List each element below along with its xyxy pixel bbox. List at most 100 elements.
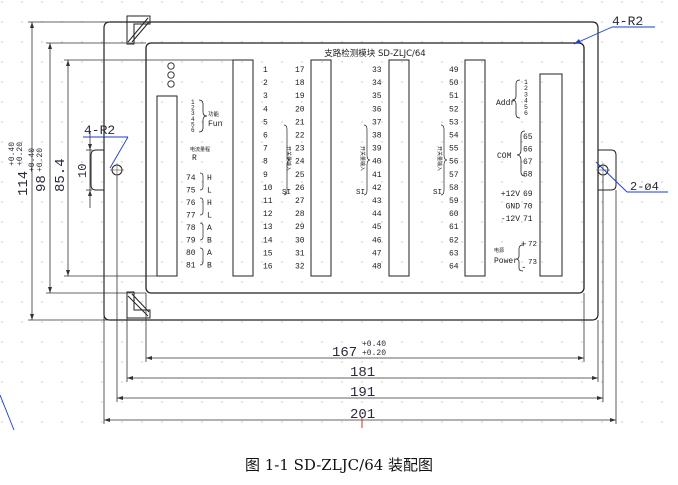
si-pin-30: 30 bbox=[295, 236, 305, 245]
si-pin-1: 1 bbox=[263, 66, 268, 75]
addr-pin-3: 3 bbox=[524, 91, 528, 98]
com-pin-68: 68 bbox=[523, 171, 533, 180]
si-pin-58: 58 bbox=[449, 184, 459, 193]
si-pin-34: 34 bbox=[372, 79, 382, 88]
si-pin-26: 26 bbox=[295, 184, 305, 193]
fun-pin-2: 2 bbox=[191, 105, 195, 112]
si-pin-32: 32 bbox=[295, 263, 305, 272]
addr-pin-1: 1 bbox=[524, 79, 528, 86]
si-pin-2: 2 bbox=[263, 79, 268, 88]
dim-167-value: 167 bbox=[332, 345, 357, 361]
channel-level-77: L bbox=[207, 212, 212, 221]
si-pin-51: 51 bbox=[449, 92, 459, 101]
si-pin-29: 29 bbox=[295, 223, 305, 232]
channel-pin-74: 74 bbox=[186, 174, 196, 183]
si-pin-53: 53 bbox=[449, 118, 459, 127]
dim-114-tol-lower: +0.20 bbox=[16, 142, 25, 166]
si-pin-43: 43 bbox=[372, 197, 382, 206]
si-pin-64: 64 bbox=[449, 263, 459, 272]
channel-level-74: H bbox=[207, 174, 212, 183]
terminal-block-si1-right bbox=[310, 59, 332, 277]
si-pin-7: 7 bbox=[263, 145, 268, 154]
channel-level-78: A bbox=[207, 224, 212, 233]
section-line bbox=[0, 394, 15, 431]
callout-leader-top bbox=[573, 26, 613, 45]
dim-98-tol-upper: +0.40 bbox=[28, 148, 37, 172]
com-label: COM bbox=[497, 152, 512, 161]
dim-181: 181 bbox=[350, 365, 375, 381]
dim-10: 10 bbox=[76, 164, 90, 178]
si-prefix-2: 开关量输入 bbox=[359, 146, 366, 171]
terminal-block-left bbox=[156, 95, 178, 277]
si-pin-19: 19 bbox=[295, 92, 305, 101]
right-mounting-ear bbox=[598, 149, 617, 191]
si-pin-21: 21 bbox=[295, 118, 305, 127]
terminal-block-si3 bbox=[464, 59, 486, 277]
left-mounting-ear bbox=[90, 149, 104, 191]
si-pin-61: 61 bbox=[449, 223, 459, 232]
si-pin-14: 14 bbox=[263, 236, 273, 245]
com-pin-66: 66 bbox=[523, 146, 533, 155]
fun-pin-6: 6 bbox=[191, 127, 195, 134]
si-pin-20: 20 bbox=[295, 105, 305, 114]
si-groups: 1234567891011121314151617181920212223242… bbox=[263, 66, 459, 272]
terminal-block-right bbox=[539, 73, 563, 277]
si-label-1: SI bbox=[282, 189, 291, 197]
power-prefix: 电源 bbox=[494, 247, 504, 254]
dim-167-tol-upper: +0.40 bbox=[362, 340, 386, 349]
si-pin-47: 47 bbox=[372, 249, 382, 258]
addr-pin-2: 2 bbox=[524, 85, 528, 92]
callout-leader-hole bbox=[595, 161, 628, 193]
channel-pin-79: 79 bbox=[186, 237, 196, 246]
si-pin-33: 33 bbox=[372, 66, 382, 75]
fun-pin-1: 1 bbox=[191, 99, 195, 106]
dim-167-tol-lower: +0.20 bbox=[362, 349, 386, 358]
addr-label: Addr bbox=[496, 99, 515, 108]
callout-hole: 2-ø4 bbox=[630, 180, 659, 194]
fun-pin-4: 4 bbox=[191, 116, 195, 123]
si-pin-3: 3 bbox=[263, 92, 268, 101]
base-plate-outline bbox=[103, 21, 599, 321]
channel-pin-78: 78 bbox=[186, 224, 196, 233]
si-pin-35: 35 bbox=[372, 92, 382, 101]
channel-pin-76: 76 bbox=[186, 199, 196, 208]
si-pin-4: 4 bbox=[263, 105, 268, 114]
si-label-2: SI bbox=[356, 189, 365, 197]
power-plus: + bbox=[521, 240, 526, 250]
si-pin-45: 45 bbox=[372, 223, 382, 232]
led-2 bbox=[167, 71, 175, 79]
com-pin-65: 65 bbox=[523, 133, 533, 142]
channel-pin-77: 77 bbox=[186, 212, 196, 221]
terminal-block-si2 bbox=[388, 59, 410, 277]
si-pin-54: 54 bbox=[449, 132, 459, 141]
addr-pin-4: 4 bbox=[524, 98, 528, 105]
si-pin-48: 48 bbox=[372, 263, 382, 272]
si-pin-55: 55 bbox=[449, 145, 459, 154]
si-pin-23: 23 bbox=[295, 145, 305, 154]
si-pin-42: 42 bbox=[372, 184, 382, 193]
si-pin-41: 41 bbox=[372, 171, 382, 180]
background-grid bbox=[0, 0, 678, 440]
fun-label: Fun bbox=[208, 120, 223, 129]
r-label: R bbox=[192, 154, 197, 163]
callout-radius-top: 4-R2 bbox=[612, 14, 643, 29]
si-pin-22: 22 bbox=[295, 132, 305, 141]
si-pin-60: 60 bbox=[449, 210, 459, 219]
si-prefix-3: 开关量输入 bbox=[436, 146, 443, 171]
com-pin-67: 67 bbox=[523, 158, 533, 167]
si-pin-13: 13 bbox=[263, 223, 273, 232]
callout-radius-left: 4-R2 bbox=[84, 123, 115, 138]
power-pin-72: 72 bbox=[528, 241, 537, 249]
dim-98-tol-lower: +0.20 bbox=[36, 148, 45, 172]
si-pin-24: 24 bbox=[295, 158, 305, 167]
si-pin-17: 17 bbox=[295, 66, 305, 75]
figure-caption: 图 1-1 SD-ZLJC/64 装配图 bbox=[244, 456, 434, 474]
si-pin-50: 50 bbox=[449, 79, 459, 88]
si-pin-10: 10 bbox=[263, 184, 273, 193]
si-label-3: SI bbox=[433, 189, 442, 197]
si-pin-39: 39 bbox=[372, 145, 382, 154]
